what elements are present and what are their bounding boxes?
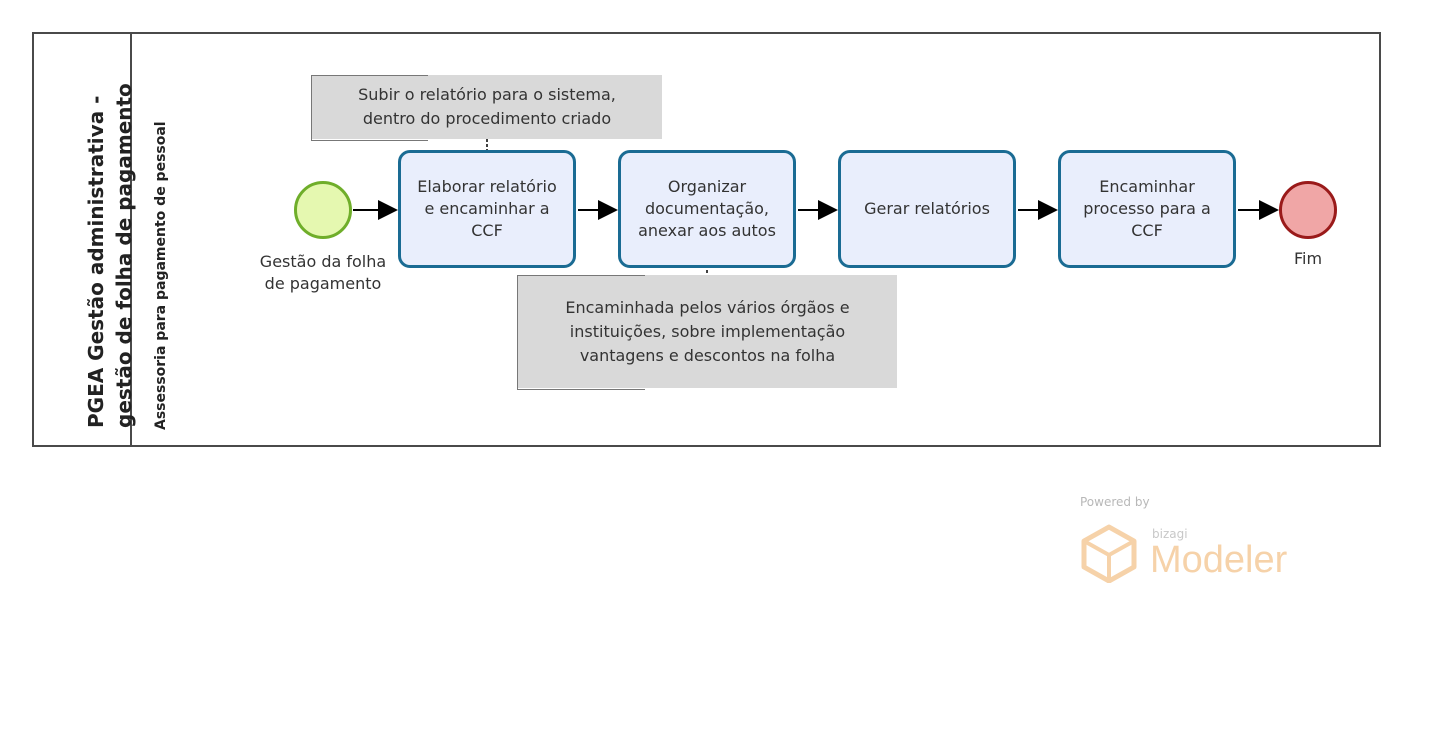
task-encaminhar-processo[interactable]: Encaminhar processo para a CCF — [1058, 150, 1236, 268]
start-event-label-line1: Gestão da folha — [259, 252, 387, 271]
bizagi-cube-icon — [1081, 524, 1137, 583]
pool — [32, 32, 1381, 447]
annotation-2-bracket — [517, 275, 645, 390]
end-event-label: Fim — [1293, 249, 1323, 268]
start-event[interactable] — [294, 181, 352, 239]
bizagi-brand-text: bizagi — [1152, 527, 1188, 541]
annotation-2-line3: vantagens e descontos na folha — [579, 345, 836, 365]
powered-by-text: Powered by — [1080, 495, 1150, 509]
task-organizar-documentacao[interactable]: Organizar documentação, anexar aos autos — [618, 150, 796, 268]
annotation-2-line2: instituições, sobre implementação — [569, 321, 846, 341]
annotation-1-line1: Subir o relatório para o sistema, — [358, 85, 616, 104]
task-gerar-relatorios[interactable]: Gerar relatórios — [838, 150, 1016, 268]
annotation-1-bracket — [311, 75, 428, 141]
start-event-label-line2: de pagamento — [264, 274, 382, 293]
start-event-label: Gestão da folha de pagamento — [238, 251, 408, 295]
annotation-upload-report[interactable]: Subir o relatório para o sistema, dentro… — [312, 75, 662, 139]
modeler-product-text: Modeler — [1150, 539, 1288, 581]
annotation-2-line1: Encaminhada pelos vários órgãos e — [565, 297, 850, 317]
task-elaborar-relatorio[interactable]: Elaborar relatório e encaminhar a CCF — [398, 150, 576, 268]
end-event[interactable] — [1279, 181, 1337, 239]
bizagi-modeler-watermark: Powered by bizagi Modeler — [1080, 495, 1287, 583]
annotation-1-line2: dentro do procedimento criado — [362, 109, 612, 128]
annotation-forwarded-by-bodies[interactable]: Encaminhada pelos vários órgãos e instit… — [518, 275, 897, 388]
pool-header — [32, 32, 132, 447]
